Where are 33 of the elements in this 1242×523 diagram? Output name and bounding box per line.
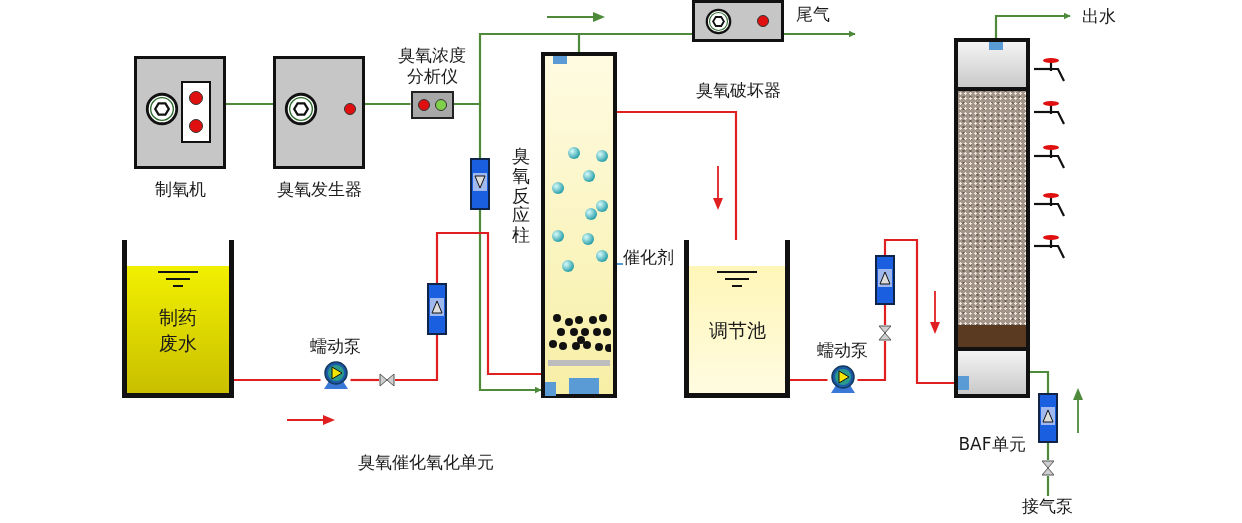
pipe-line [790, 378, 828, 382]
pipe-line [883, 305, 887, 325]
pipe-line [1046, 443, 1050, 460]
pipe-line [1046, 476, 1050, 496]
pipe-line [226, 102, 273, 106]
tank-label: 制药废水 [158, 304, 198, 356]
pipe-line [395, 335, 439, 382]
pipe-line [234, 378, 321, 382]
equipment-label: 制氧机 [154, 179, 206, 199]
pipe-line [994, 12, 1071, 38]
pipe-line [883, 238, 954, 385]
component-label: 接气泵 [1022, 496, 1073, 516]
pipe-line [350, 378, 379, 382]
pump-label: 蠕动泵 [310, 336, 361, 356]
pipe-line [435, 231, 541, 376]
pipe-line [577, 32, 692, 52]
equipment-label: 臭氧浓度分析仪 [397, 45, 467, 87]
pipe-line [365, 102, 411, 106]
pipe-line [857, 341, 887, 382]
edge-label: 出水 [1080, 6, 1118, 26]
component-label: 催化剂 [623, 247, 674, 267]
pipe-line [784, 30, 856, 38]
equipment-label: 臭氧发生器 [276, 179, 362, 199]
column-label: 臭氧反应柱 [512, 146, 530, 245]
pump-label: 蠕动泵 [817, 340, 868, 360]
pipe-line [478, 210, 542, 394]
edge-label: 尾气 [794, 4, 832, 24]
pipe-line [617, 110, 738, 240]
unit-label: BAF单元 [958, 434, 1026, 454]
equipment-label: 臭氧破坏器 [695, 80, 781, 100]
pipe-line [1030, 370, 1050, 393]
tank-label: 调节池 [707, 317, 767, 343]
unit-caption: 臭氧催化氧化单元 [358, 452, 494, 472]
